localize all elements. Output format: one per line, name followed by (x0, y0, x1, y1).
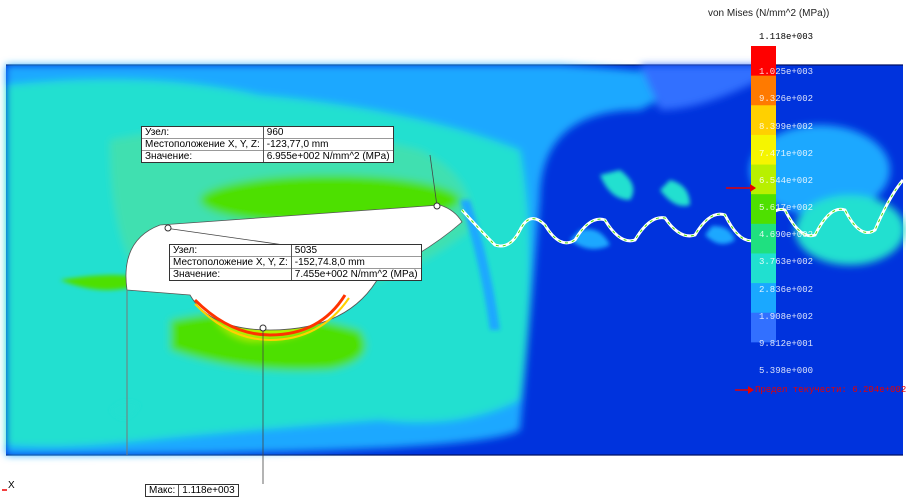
probe-label-node-5035[interactable]: Узел:5035 Местоположение X, Y, Z:-152,74… (169, 244, 422, 281)
legend-color-bar (751, 46, 776, 373)
probe-1-node[interactable] (433, 202, 441, 210)
probe-2-node[interactable] (164, 224, 172, 232)
probe-1-location-label: Местоположение X, Y, Z: (142, 138, 264, 151)
legend-tick-label: 2.836e+002 (759, 284, 814, 295)
probe-1-value-label: Значение: (142, 150, 264, 162)
probe-label-node-960[interactable]: Узел:960 Местоположение X, Y, Z:-123,77,… (141, 126, 394, 163)
legend-segment (751, 134, 776, 166)
legend-segment (751, 164, 776, 195)
probe-1-location-value: -123,77,0 mm (262, 138, 393, 151)
legend-segment (751, 253, 776, 284)
legend-segment (751, 312, 776, 343)
legend-tick-label: 6.544e+002 (759, 175, 814, 186)
legend-title: von Mises (N/mm^2 (MPa)) (708, 8, 830, 19)
legend-segment (751, 46, 776, 77)
legend-tick-label: 1.908e+002 (759, 311, 814, 322)
stress-concentration-edge (193, 294, 347, 337)
legend-segment (751, 194, 776, 225)
legend-segment (751, 342, 776, 373)
max-node[interactable] (259, 324, 267, 332)
max-value: 1.118e+003 (182, 485, 235, 496)
probe-2-value-label: Значение: (170, 268, 292, 280)
legend-tick-label: 5.617e+002 (759, 203, 814, 213)
legend-tick-label: 1.025e+003 (759, 67, 814, 78)
legend-tick-label: 4.690e+002 (759, 230, 814, 241)
probe-2-node-label: Узел: (170, 245, 292, 257)
legend-segment (751, 223, 776, 254)
legend-tick-label: 9.812e+001 (759, 338, 814, 349)
max-value-label[interactable]: Макс:1.118e+003 (145, 484, 239, 497)
yield-marker-arrow (750, 184, 756, 192)
yield-legend-arrow (748, 386, 754, 394)
legend-segment (751, 75, 776, 106)
legend-segment (751, 105, 776, 136)
legend-tick-label: 1.118e+003 (759, 32, 814, 42)
x-axis-label: X (8, 480, 15, 491)
legend-tick-label: 5.398e+000 (759, 366, 814, 376)
legend-tick-label: 7.471e+002 (759, 148, 814, 159)
probe-1-leader (429, 154, 438, 207)
legend-tick-label: 3.763e+002 (759, 257, 814, 268)
yield-strength-label: Предел текучести: 6.204e+002 (755, 385, 906, 395)
max-label: Макс: (146, 485, 180, 496)
legend-tick-label: 9.326e+002 (759, 94, 814, 105)
legend-segment (751, 283, 776, 314)
probe-1-value: 6.955e+002 N/mm^2 (MPa) (262, 150, 393, 162)
stress-concentration-halo (194, 297, 350, 342)
probe-2-location-value: -152,74.8,0 mm (290, 256, 421, 269)
legend-tick-label: 8.399e+002 (759, 121, 814, 132)
probe-1-node-label: Узел: (142, 127, 264, 139)
probe-2-location-label: Местоположение X, Y, Z: (170, 256, 292, 269)
probe-2-node-value: 5035 (290, 245, 421, 257)
wave-slot-stress (461, 179, 904, 247)
probe-2-value: 7.455e+002 N/mm^2 (MPa) (290, 268, 421, 280)
probe-1-node-value: 960 (262, 127, 393, 139)
